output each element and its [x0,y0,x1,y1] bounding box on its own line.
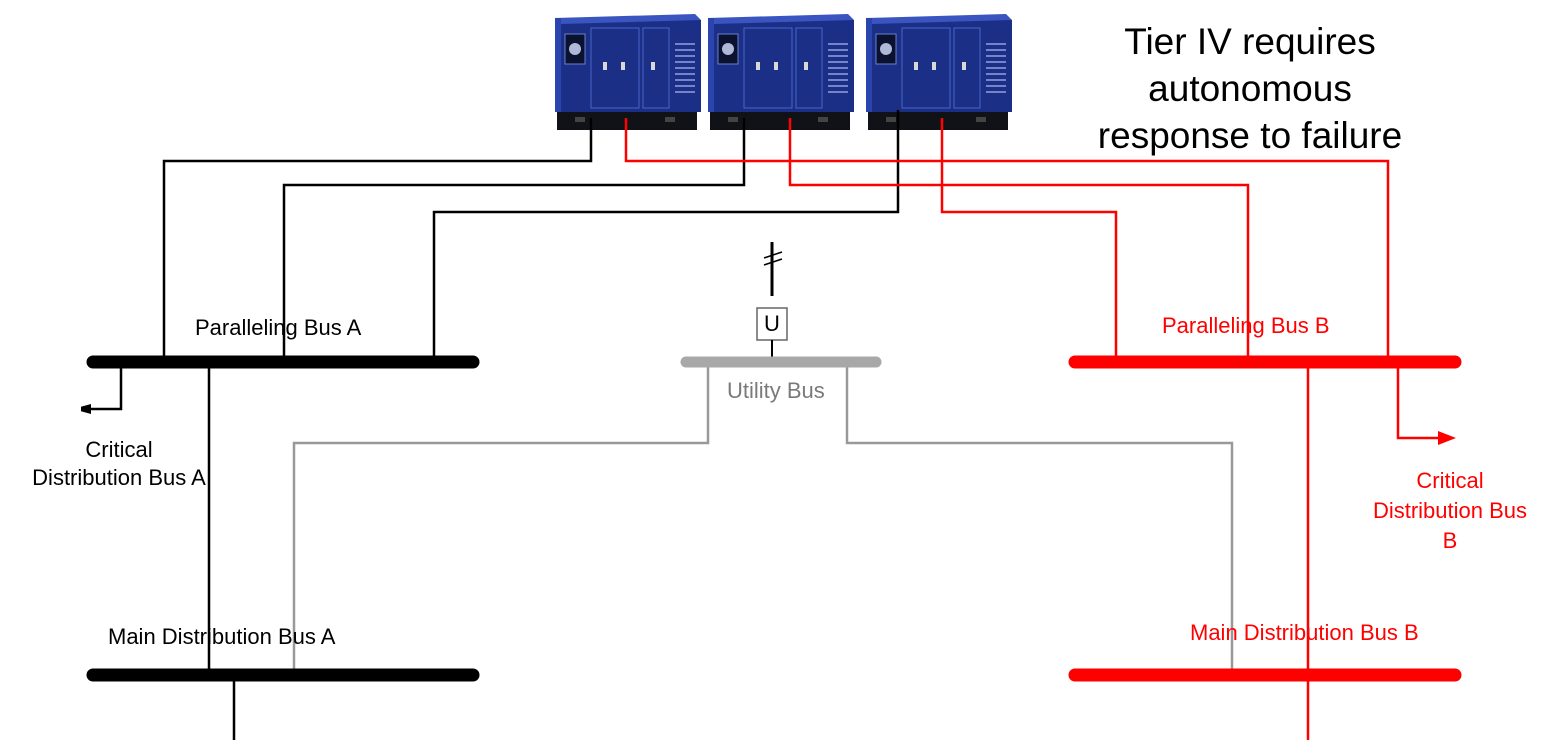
generator-feeders-b [624,118,1390,362]
tier-iv-note: Tier IV requires autonomous response to … [1097,21,1403,156]
utility-meter-box [756,307,788,341]
generator-icon [707,13,855,131]
utility-distribution-lines [292,362,1234,675]
utility-symbol-label: U [764,311,780,336]
paralleling-bus-b-label: Paralleling Bus B [1162,313,1330,338]
generator-icon [865,13,1013,131]
utility-bus-label: Utility Bus [727,378,825,403]
main-distribution-bus-b-label: Main Distribution Bus B [1190,620,1419,645]
critical-distribution-arrow-a [82,362,123,409]
utility-feed [756,242,788,360]
main-distribution-bus-a-label: Main Distribution Bus A [108,624,336,649]
critical-distribution-bus-b-label: Critical Distribution Bus B [1372,468,1528,553]
critical-distribution-bus-a-label: Critical Distribution Bus A [32,437,206,490]
generator-icon [554,13,702,131]
paralleling-bus-a-label: Paralleling Bus A [195,315,362,340]
bus-a-links [82,362,236,740]
critical-distribution-arrow-b [1438,431,1456,445]
